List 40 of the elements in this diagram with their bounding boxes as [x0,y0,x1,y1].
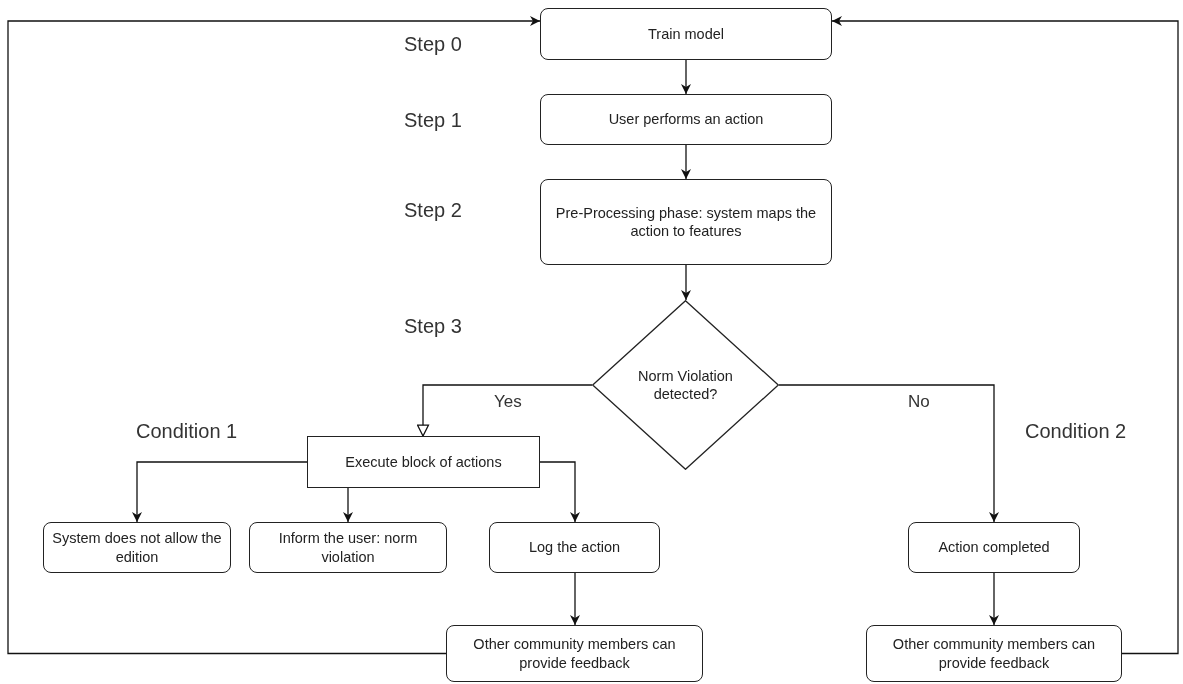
arrow [681,264,691,301]
step-label: Step 0 [404,33,462,56]
process-box [43,522,231,573]
decision-diamond [592,300,779,470]
process-box [540,179,832,265]
arrow [831,16,1179,655]
process-box [249,522,447,573]
node-text: System does not allow the edition [51,529,223,566]
step-label: Step 2 [404,199,462,222]
arrow [416,384,593,437]
node-text: User performs an action [607,110,765,129]
arrow [778,384,999,523]
condition-label: Condition 1 [136,420,238,443]
arrow [343,487,353,523]
process-box [908,522,1080,573]
process-box [446,625,703,682]
step-label: Step 3 [404,315,462,338]
arrow [681,144,691,180]
node-text: Train model [647,24,725,44]
node-text: Other community members can provide feedback [891,635,1097,672]
arrow [989,572,999,626]
node-text: Log the action [527,538,622,557]
process-box [307,436,540,488]
arrow [539,461,580,523]
process-box [489,522,660,573]
arrow [681,59,691,95]
node-text: Action completed [937,538,1051,557]
node-text: Pre-Processing phase: system maps the action to features [554,203,818,241]
condition-label: Condition 2 [1025,420,1127,443]
arrow [132,461,308,523]
process-box [866,625,1122,682]
arrow [570,572,580,626]
process-box [540,94,832,145]
node-text: Inform the user: norm violation [277,529,419,566]
node-text: Execute block of actions [344,452,503,472]
arrow [7,16,541,655]
process-box [540,8,832,60]
step-label: Step 1 [404,109,462,132]
node-text: Norm Violation detected? [637,366,734,404]
node-text: Other community members can provide feedback [472,635,677,672]
